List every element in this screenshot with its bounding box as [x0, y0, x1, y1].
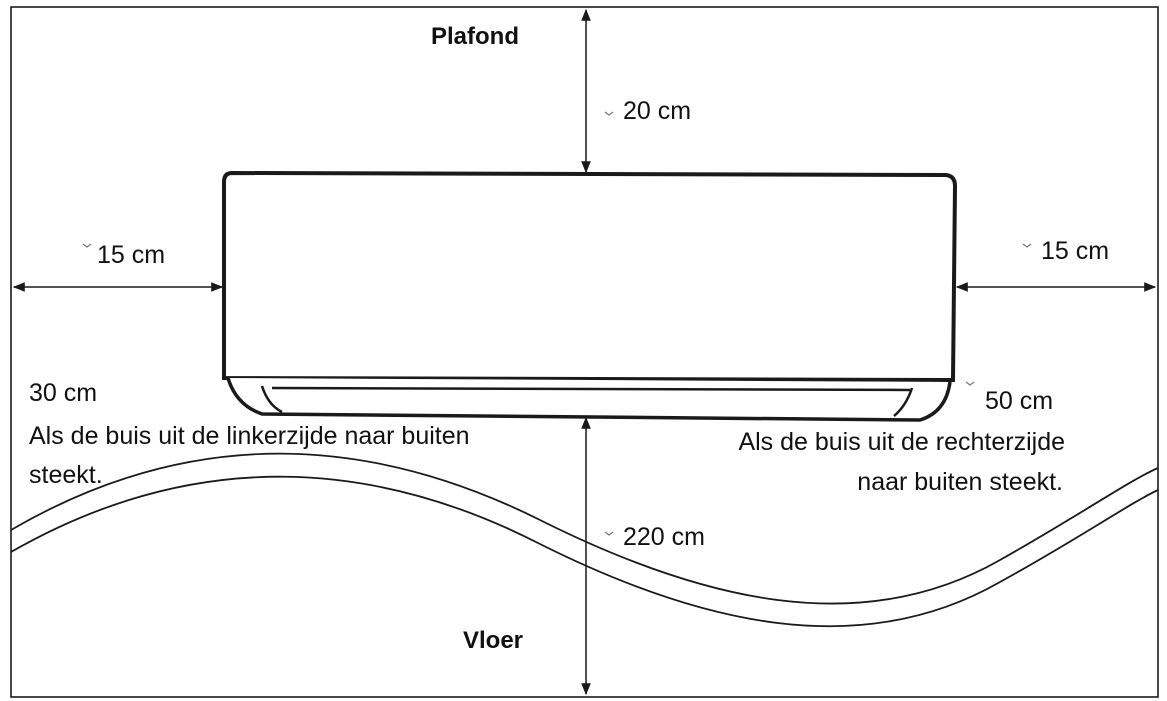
- right-clearance-label: 15 cm: [1041, 237, 1110, 265]
- room-frame: [10, 6, 1159, 698]
- indoor-unit-base: [226, 377, 952, 422]
- left-pipe-note-line2: steekt.: [29, 461, 103, 489]
- ceiling-label: Plafond: [431, 23, 519, 50]
- wall-break-line-upper: [10, 452, 1159, 605]
- dimension-tick-marks: [82, 111, 1032, 536]
- right-pipe-note-line2: naar buiten steekt.: [857, 468, 1063, 496]
- top-clearance-label: 20 cm: [623, 97, 692, 125]
- left-pipe-clearance-label: 30 cm: [29, 379, 98, 407]
- right-pipe-note-line1: Als de buis uit de rechterzijde: [738, 428, 1065, 456]
- left-clearance-label: 15 cm: [97, 241, 166, 269]
- right-pipe-clearance-label: 50 cm: [985, 387, 1054, 415]
- indoor-unit-vent: [260, 385, 914, 417]
- left-pipe-note-line1: Als de buis uit de linkerzijde naar buit…: [29, 422, 470, 450]
- bottom-clearance-label: 220 cm: [623, 523, 705, 551]
- floor-label: Vloer: [463, 627, 524, 654]
- indoor-unit-body: [222, 170, 958, 383]
- wall-break-line-lower: [10, 475, 1159, 628]
